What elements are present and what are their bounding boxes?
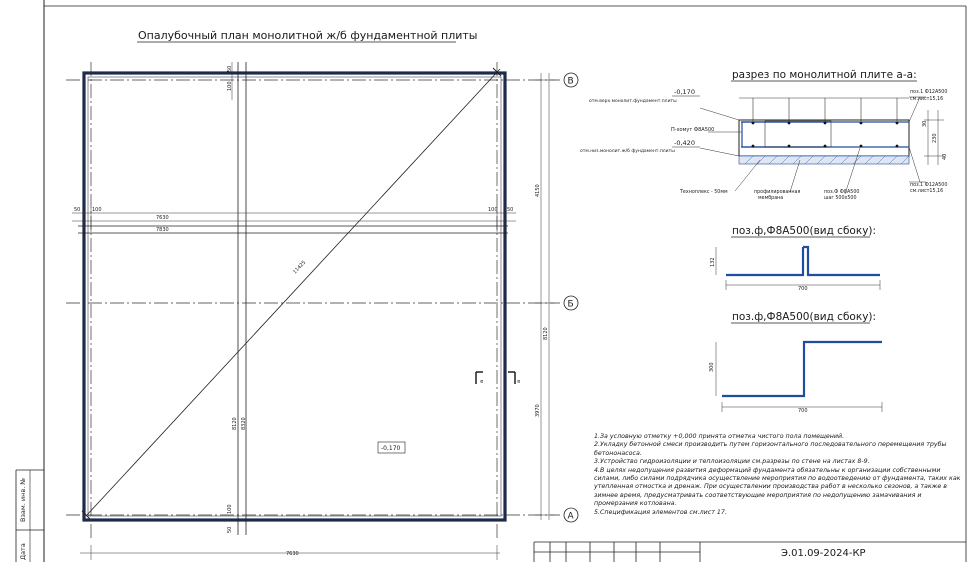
detail1-dim-700: 700	[798, 286, 808, 292]
section-membrane: профилированная	[754, 189, 800, 195]
section-letter-right: а	[516, 380, 522, 383]
dim-7630: 7630	[156, 215, 169, 221]
plan-title: Опалубочный план монолитной ж/б фундамен…	[138, 29, 477, 42]
dim-8320: 8320	[241, 417, 247, 430]
note-item: 3.Устройство гидроизоляции и теплоизоляц…	[594, 458, 870, 466]
section-membrane-2: мембрана	[758, 195, 783, 201]
section-letter-left: а	[479, 380, 485, 383]
section-insulation: Техноплекс - 50мм	[679, 189, 728, 195]
section-pos-f: поз.Ф Ф8А500	[824, 189, 859, 195]
diagonal-line	[85, 68, 501, 517]
axis-bubble-v: В	[563, 72, 579, 88]
slab-outline	[82, 71, 507, 522]
note-item: 1.За условную отметку +0,000 принята отм…	[594, 433, 845, 440]
section-pos1-top: поз.1 Ф12А500	[910, 89, 947, 95]
dim-50-right: 50	[507, 207, 513, 213]
section-dim-40: 40	[942, 154, 948, 160]
dim-8120-right: 8120	[543, 327, 549, 340]
plan-elevation: -0,170	[381, 445, 401, 452]
axis-bubble-a: А	[563, 507, 579, 523]
right-dims	[535, 73, 555, 520]
section-pos1-bot-ref: см.лист15,16	[910, 188, 943, 194]
stamp-data: Дата	[19, 543, 27, 560]
section-dim-230: 230	[932, 133, 938, 143]
svg-text:Б: Б	[568, 300, 574, 310]
general-notes: 1.За условную отметку +0,000 принята отм…	[594, 433, 966, 517]
dim-100-bottom: 100	[227, 504, 233, 514]
section-marker-right	[508, 371, 516, 384]
dim-50-bottom: 50	[227, 527, 233, 533]
horizontal-dims	[72, 208, 516, 560]
section-pos1-bot: поз.1 Ф12А500	[910, 182, 947, 188]
section-top-elev-note: отм.верх.монолит.фундамент.плиты	[589, 98, 677, 104]
section-bottom-elev-note: отм.низ.монолит.ж/б фундамент.плиты	[580, 148, 675, 154]
detail1-title: поз.ф,Ф8А500(вид сбоку):	[732, 225, 876, 237]
dim-100-left: 100	[92, 207, 102, 213]
section-drawing	[699, 96, 944, 195]
title-block	[533, 541, 966, 562]
detail2-dim-700: 700	[798, 408, 808, 414]
dim-100-top: 100	[227, 81, 233, 91]
section-dim-30: 30	[922, 121, 928, 127]
section-bottom-elev: -0,420	[674, 139, 695, 147]
svg-text:В: В	[568, 77, 574, 87]
dim-100-right: 100	[488, 207, 498, 213]
note-item: 4.В целях недопущения развития деформаци…	[594, 466, 961, 508]
section-title: разрез по монолитной плите а-а:	[732, 69, 917, 81]
sheet-frame	[15, 0, 967, 562]
sheet-code: Э.01.09-2024-КР	[781, 548, 866, 559]
section-marker-left	[475, 371, 483, 384]
note-item: 5.Спецификация элементов см.лист 17.	[594, 508, 727, 516]
svg-text:А: А	[568, 512, 575, 522]
section-top-elev: -0,170	[674, 88, 695, 96]
inner-lines	[78, 62, 508, 535]
diagonal-dim: 11425	[292, 260, 307, 276]
detail1-rebar	[715, 245, 881, 290]
stamp-vzam: Взам. инв. №	[19, 477, 27, 522]
detail2-rebar	[715, 340, 883, 412]
dim-50-left: 50	[74, 207, 80, 213]
detail2-dim-300: 300	[709, 362, 715, 372]
dim-7830: 7830	[156, 227, 169, 233]
corner-ticks	[81, 67, 502, 520]
note-item: 2.Укладку бетонной смеси производить пут…	[594, 441, 947, 457]
section-pos-f-step: шаг 500х500	[824, 195, 857, 201]
dim-4150: 4150	[535, 184, 541, 197]
detail2-title: поз.ф,Ф8А500(вид сбоку):	[732, 311, 876, 323]
axis-bubble-b: Б	[563, 295, 579, 311]
top-corner-dims: 50 100 50 100	[227, 62, 233, 533]
axis-lines	[66, 62, 560, 540]
section-pos1-top-ref: см.лист15,16	[910, 96, 943, 102]
section-p-clamp: П-хомут Ф8А500	[671, 127, 714, 133]
dim-50-top: 50	[227, 66, 233, 72]
dim-7630-bottom: 7630	[286, 551, 299, 557]
dim-3970: 3970	[535, 404, 541, 417]
plan-elevation-box	[377, 441, 406, 454]
dim-8120: 8120	[232, 417, 238, 430]
detail1-dim-132: 132	[710, 257, 716, 267]
